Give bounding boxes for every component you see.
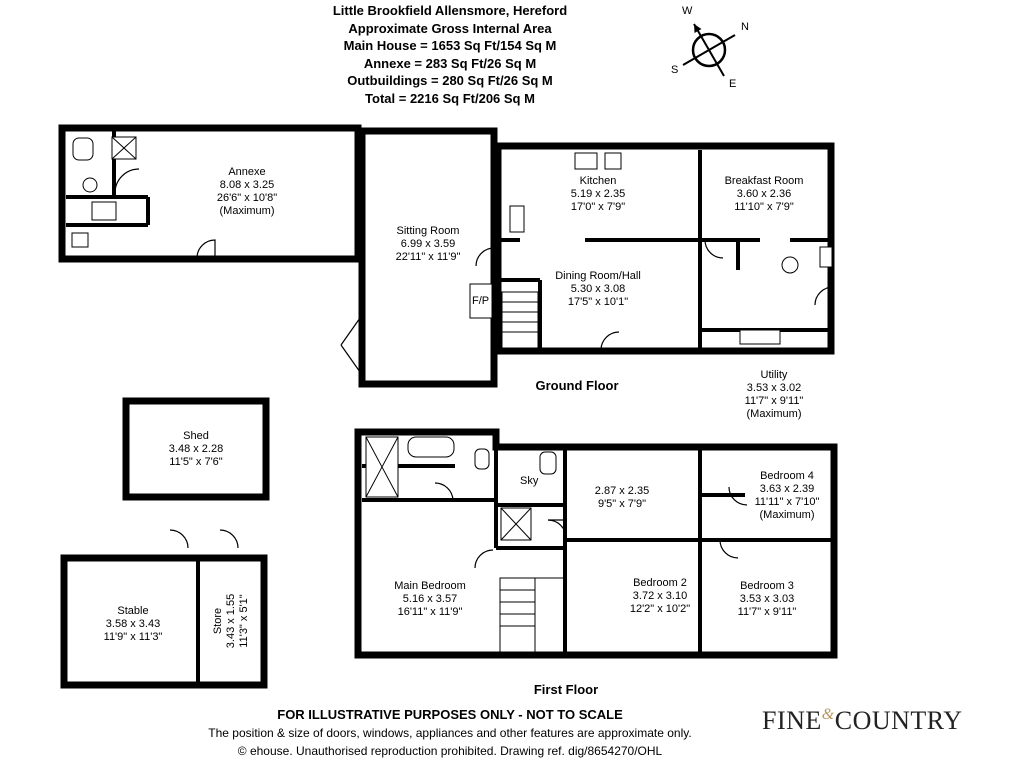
breakfast-name: Breakfast Room bbox=[725, 175, 804, 187]
compass-w: W bbox=[682, 5, 693, 17]
annexe-note: (Maximum) bbox=[220, 205, 275, 217]
bedroom3-name: Bedroom 3 bbox=[740, 580, 794, 592]
room-annexe: Annexe 8.08 x 3.25 26'6" x 10'8" (Maximu… bbox=[217, 166, 277, 217]
room-stable: Stable 3.58 x 3.43 11'9" x 11'3" bbox=[104, 605, 163, 643]
sitting-metric: 6.99 x 3.59 bbox=[401, 238, 455, 250]
compass-e: E bbox=[729, 78, 736, 90]
room-utility: Utility 3.53 x 3.02 11'7" x 9'11" (Maxim… bbox=[745, 369, 804, 420]
annexe-name: Annexe bbox=[228, 166, 265, 178]
area-total: Total = 2216 Sq Ft/206 Sq M bbox=[365, 90, 535, 106]
stable-metric: 3.58 x 3.43 bbox=[106, 618, 160, 630]
utility-note: (Maximum) bbox=[747, 408, 802, 420]
shed-name: Shed bbox=[183, 430, 209, 442]
bedroom3-imperial: 11'7" x 9'11" bbox=[738, 606, 797, 618]
property-title: Little Brookfield Allensmore, Hereford bbox=[332, 3, 568, 18]
disclaimer-note: The position & size of doors, windows, a… bbox=[208, 726, 692, 740]
fine-country-logo: FINE&COUNTRY bbox=[762, 706, 962, 736]
annexe-walls bbox=[58, 124, 362, 263]
utility-name: Utility bbox=[761, 369, 788, 381]
logo-left: FINE bbox=[762, 706, 822, 735]
dining-metric: 5.30 x 3.08 bbox=[571, 283, 625, 295]
first-floor-walls bbox=[354, 428, 838, 659]
store-imperial: 11'3" x 5'1" bbox=[238, 594, 250, 647]
sitting-imperial: 22'11" x 11'9" bbox=[396, 251, 461, 263]
annexe-metric: 8.08 x 3.25 bbox=[220, 179, 274, 191]
utility-imperial: 11'7" x 9'11" bbox=[745, 395, 804, 407]
main-bedroom-imperial: 16'11" x 11'9" bbox=[398, 606, 463, 618]
compass-s: S bbox=[671, 64, 678, 76]
breakfast-metric: 3.60 x 2.36 bbox=[737, 188, 791, 200]
bedroom4-imperial: 11'11" x 7'10" bbox=[755, 496, 820, 508]
room-bedroom4: Bedroom 4 3.63 x 2.39 11'11" x 7'10" (Ma… bbox=[755, 470, 820, 521]
room-main-bedroom: Main Bedroom 5.16 x 3.57 16'11" x 11'9" bbox=[394, 580, 466, 618]
logo-right: COUNTRY bbox=[834, 706, 963, 735]
first-floor-label: First Floor bbox=[534, 682, 598, 697]
store-name: Store bbox=[212, 608, 224, 634]
room-bedroom2: Bedroom 2 3.72 x 3.10 12'2" x 10'2" bbox=[630, 577, 690, 615]
bedroom4-metric: 3.63 x 2.39 bbox=[760, 483, 814, 495]
shed-walls bbox=[122, 397, 270, 501]
fp-label: F/P bbox=[472, 295, 489, 307]
room-bedroom3: Bedroom 3 3.53 x 3.03 11'7" x 9'11" bbox=[738, 580, 797, 618]
compass-icon: W N S E bbox=[671, 5, 749, 90]
room-store: Store 3.43 x 1.55 11'3" x 5'1" bbox=[212, 594, 250, 648]
copyright: © ehouse. Unauthorised reproduction proh… bbox=[237, 744, 663, 758]
logo-ampersand: & bbox=[821, 706, 835, 723]
annexe-imperial: 26'6" x 10'8" bbox=[217, 192, 277, 204]
bedroom3-metric: 3.53 x 3.03 bbox=[740, 593, 794, 605]
bedroom2-metric: 3.72 x 3.10 bbox=[633, 590, 687, 602]
store-metric: 3.43 x 1.55 bbox=[225, 594, 237, 648]
kitchen-imperial: 17'0" x 7'9" bbox=[571, 201, 625, 213]
room-dining: Dining Room/Hall 5.30 x 3.08 17'5" x 10'… bbox=[555, 270, 641, 308]
room-sitting: Sitting Room 6.99 x 3.59 22'11" x 11'9" bbox=[396, 225, 461, 263]
stable-imperial: 11'9" x 11'3" bbox=[104, 631, 163, 643]
plan-header: Little Brookfield Allensmore, Hereford A… bbox=[240, 2, 660, 107]
stable-name: Stable bbox=[117, 605, 148, 617]
ground-floor-label: Ground Floor bbox=[535, 378, 618, 393]
outbuilding-walls bbox=[60, 554, 268, 689]
main-bedroom-metric: 5.16 x 3.57 bbox=[403, 593, 457, 605]
sky-label: Sky bbox=[520, 475, 539, 487]
kitchen-metric: 5.19 x 2.35 bbox=[571, 188, 625, 200]
utility-metric: 3.53 x 3.02 bbox=[747, 382, 801, 394]
dining-imperial: 17'5" x 10'1" bbox=[568, 296, 628, 308]
bedroom4-note: (Maximum) bbox=[760, 509, 815, 521]
bedroom-unnamed-imperial: 9'5" x 7'9" bbox=[598, 498, 646, 510]
shed-metric: 3.48 x 2.28 bbox=[169, 443, 223, 455]
room-kitchen: Kitchen 5.19 x 2.35 17'0" x 7'9" bbox=[571, 175, 625, 213]
bedroom2-name: Bedroom 2 bbox=[633, 577, 687, 589]
kitchen-name: Kitchen bbox=[580, 175, 617, 187]
dining-name: Dining Room/Hall bbox=[555, 270, 641, 282]
room-breakfast: Breakfast Room 3.60 x 2.36 11'10" x 7'9" bbox=[725, 175, 804, 213]
breakfast-imperial: 11'10" x 7'9" bbox=[734, 201, 794, 213]
bedroom4-name: Bedroom 4 bbox=[760, 470, 814, 482]
room-bedroom-unnamed: 2.87 x 2.35 9'5" x 7'9" bbox=[595, 485, 649, 510]
main-bedroom-name: Main Bedroom bbox=[394, 580, 466, 592]
bedroom-unnamed-metric: 2.87 x 2.35 bbox=[595, 485, 649, 497]
disclaimer: FOR ILLUSTRATIVE PURPOSES ONLY - NOT TO … bbox=[277, 707, 623, 722]
area-outbuildings: Outbuildings = 280 Sq Ft/26 Sq M bbox=[347, 73, 553, 88]
shed-imperial: 11'5" x 7'6" bbox=[169, 456, 222, 468]
area-main-house: Main House = 1653 Sq Ft/154 Sq M bbox=[343, 38, 557, 53]
area-annexe: Annexe = 283 Sq Ft/26 Sq M bbox=[363, 55, 537, 71]
ground-floor-walls bbox=[494, 142, 835, 355]
sitting-name: Sitting Room bbox=[397, 225, 460, 237]
room-shed: Shed 3.48 x 2.28 11'5" x 7'6" bbox=[169, 430, 223, 468]
bedroom2-imperial: 12'2" x 10'2" bbox=[630, 603, 690, 615]
compass-n: N bbox=[741, 21, 749, 33]
sitting-room-walls bbox=[358, 127, 498, 388]
area-subtitle: Approximate Gross Internal Area bbox=[348, 20, 552, 36]
